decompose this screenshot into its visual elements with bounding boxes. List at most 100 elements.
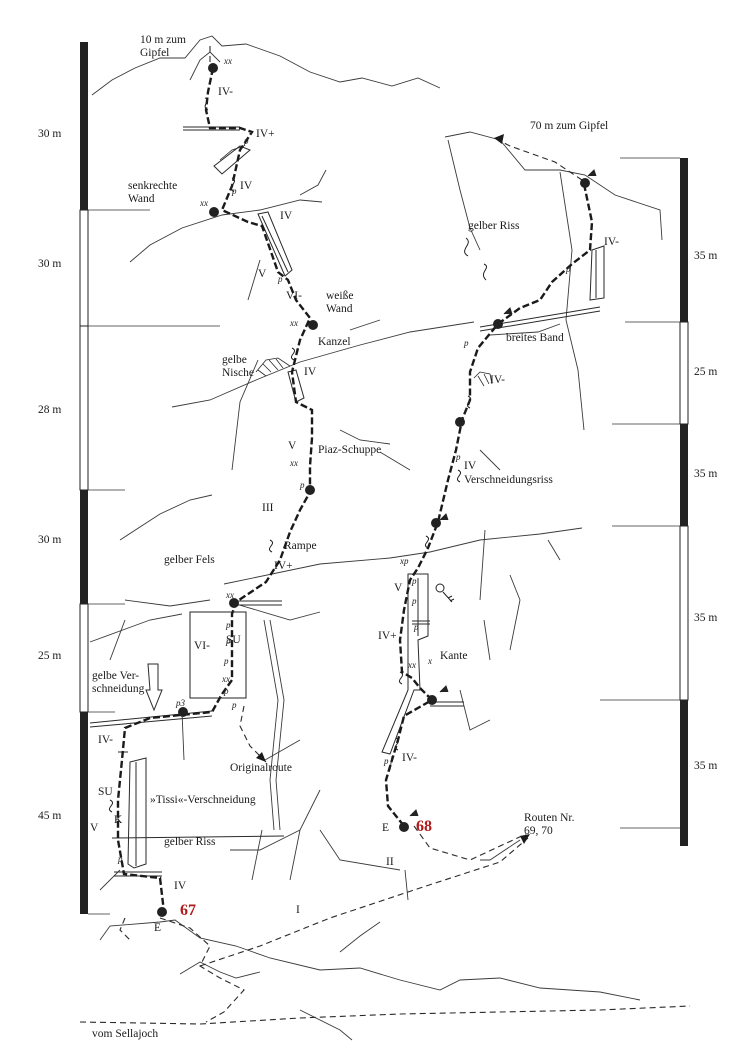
left-scale-label-1: 30 m: [38, 128, 62, 140]
svg-text:p: p: [411, 576, 417, 586]
route-68-path: [384, 183, 594, 827]
piton-marks: xx p xx p p xx xx p xx p p p xx p p3 p p…: [117, 56, 571, 864]
route-67-grade: V: [258, 268, 267, 280]
svg-text:xp: xp: [399, 556, 409, 566]
svg-text:p: p: [225, 620, 231, 630]
label-gelber-riss-right: gelber Riss: [468, 220, 520, 232]
dihedrals: [127, 145, 605, 869]
variant-box: [189, 611, 247, 699]
svg-text:p: p: [243, 136, 249, 146]
overhangs: [219, 145, 493, 387]
svg-text:xx: xx: [221, 674, 230, 684]
label-vom-sellajoch: vom Sellajoch: [92, 1028, 159, 1040]
label-gelbe-verschneidung: gelbe Ver- schneidung: [92, 670, 145, 695]
svg-text:p: p: [299, 480, 305, 490]
label-verschneidungsriss: Verschneidungsriss: [464, 474, 553, 486]
route-67-grade: III: [262, 502, 274, 514]
right-scale-label-3: 35 m: [694, 468, 718, 480]
route-67-grade: V: [90, 822, 99, 834]
route-67-grade: SU: [226, 634, 241, 646]
right-scale-label-2: 25 m: [694, 366, 718, 378]
route-67-grade: IV: [174, 880, 187, 892]
route-67-grade: VI-: [194, 640, 210, 652]
route-67-grade: V: [288, 440, 297, 452]
svg-text:x: x: [427, 656, 432, 666]
route-68-grade: I: [296, 904, 300, 916]
route-68-grade: II: [386, 856, 394, 868]
route-68-grade: IV-: [490, 374, 505, 386]
route-67-grade: IV: [240, 180, 253, 192]
left-scale-label-3: 28 m: [38, 404, 62, 416]
svg-text:p: p: [277, 274, 283, 284]
label-routen-nr: Routen Nr. 69, 70: [524, 812, 575, 837]
label-summit-right: 70 m zum Gipfel: [530, 120, 609, 132]
route-67-grade: IV: [304, 366, 317, 378]
route-67-number: 67: [180, 902, 196, 919]
left-scale-label-6: 45 m: [38, 810, 62, 822]
route-67-grade: IV-: [218, 86, 233, 98]
svg-text:p: p: [565, 264, 571, 274]
route-68-number: 68: [416, 818, 432, 835]
route-68-grade: V: [394, 582, 403, 594]
label-gelber-riss-left: gelber Riss: [164, 836, 216, 848]
svg-text:p: p: [225, 636, 231, 646]
svg-text:p: p: [463, 338, 469, 348]
svg-text:p: p: [223, 686, 229, 696]
label-piaz-schuppe: Piaz-Schuppe: [318, 444, 382, 456]
route-67-grade: K: [114, 814, 123, 826]
label-start-left: E: [154, 922, 162, 934]
belay-stations: [157, 63, 590, 917]
route-67-grade: VI-: [286, 290, 302, 302]
svg-text:p: p: [223, 656, 229, 666]
label-gelbe-nische: gelbe Nische: [222, 354, 254, 379]
left-scale-label-4: 30 m: [38, 534, 62, 546]
route-67-grade: SU: [98, 786, 113, 798]
flag-markers: [409, 169, 597, 817]
right-scale-bar: [600, 157, 689, 846]
label-senkrechte-wand: senkrechte Wand: [128, 180, 178, 205]
label-tissi: »Tissi«-Verschneidung: [150, 794, 256, 806]
label-summit-left: 10 m zum Gipfel: [140, 34, 186, 59]
left-scale-label-2: 30 m: [38, 258, 62, 270]
svg-text:p: p: [383, 756, 389, 766]
arrowheads: [256, 134, 530, 844]
left-scale-bar: [79, 42, 220, 915]
svg-text:xx: xx: [289, 458, 298, 468]
svg-text:p: p: [117, 854, 123, 864]
label-kanzel: Kanzel: [318, 336, 351, 348]
route-68-grade: IV+: [378, 630, 397, 642]
label-gelber-fels: gelber Fels: [164, 554, 215, 566]
route-68-grade: IV-: [604, 236, 619, 248]
route-68-grade: IV-: [402, 752, 417, 764]
svg-text:p: p: [411, 596, 417, 606]
svg-text:p: p: [413, 622, 419, 632]
left-scale-label-5: 25 m: [38, 650, 62, 662]
svg-text:xx: xx: [407, 660, 416, 670]
svg-text:p3: p3: [175, 698, 186, 708]
route-67-grade: IV+: [274, 560, 293, 572]
rock-outlines: [89, 35, 663, 1041]
route-67-grade: IV: [280, 210, 293, 222]
route-67-grade: IV-: [98, 734, 113, 746]
right-scale-label-5: 35 m: [694, 760, 718, 772]
right-scale-label-4: 35 m: [694, 612, 718, 624]
access-paths: [79, 42, 691, 1025]
label-rampe: Rampe: [284, 540, 317, 552]
ledges: [89, 126, 601, 877]
route-67-path: [116, 67, 314, 913]
label-breites-band: breites Band: [506, 332, 564, 344]
svg-text:xx: xx: [199, 198, 208, 208]
route-68-grade: IV: [464, 460, 477, 472]
label-kante: Kante: [440, 650, 468, 662]
crack-symbols: [108, 97, 488, 813]
svg-text:xx: xx: [225, 590, 234, 600]
label-originalroute: Originalroute: [230, 762, 292, 774]
svg-text:xx: xx: [223, 56, 232, 66]
label-start-right: E: [382, 822, 390, 834]
label-weisse-wand: weiße Wand: [326, 290, 354, 315]
svg-text:xx: xx: [289, 318, 298, 328]
right-scale-label-1: 35 m: [694, 250, 718, 262]
key-icon: [435, 583, 455, 603]
svg-text:p: p: [231, 186, 237, 196]
